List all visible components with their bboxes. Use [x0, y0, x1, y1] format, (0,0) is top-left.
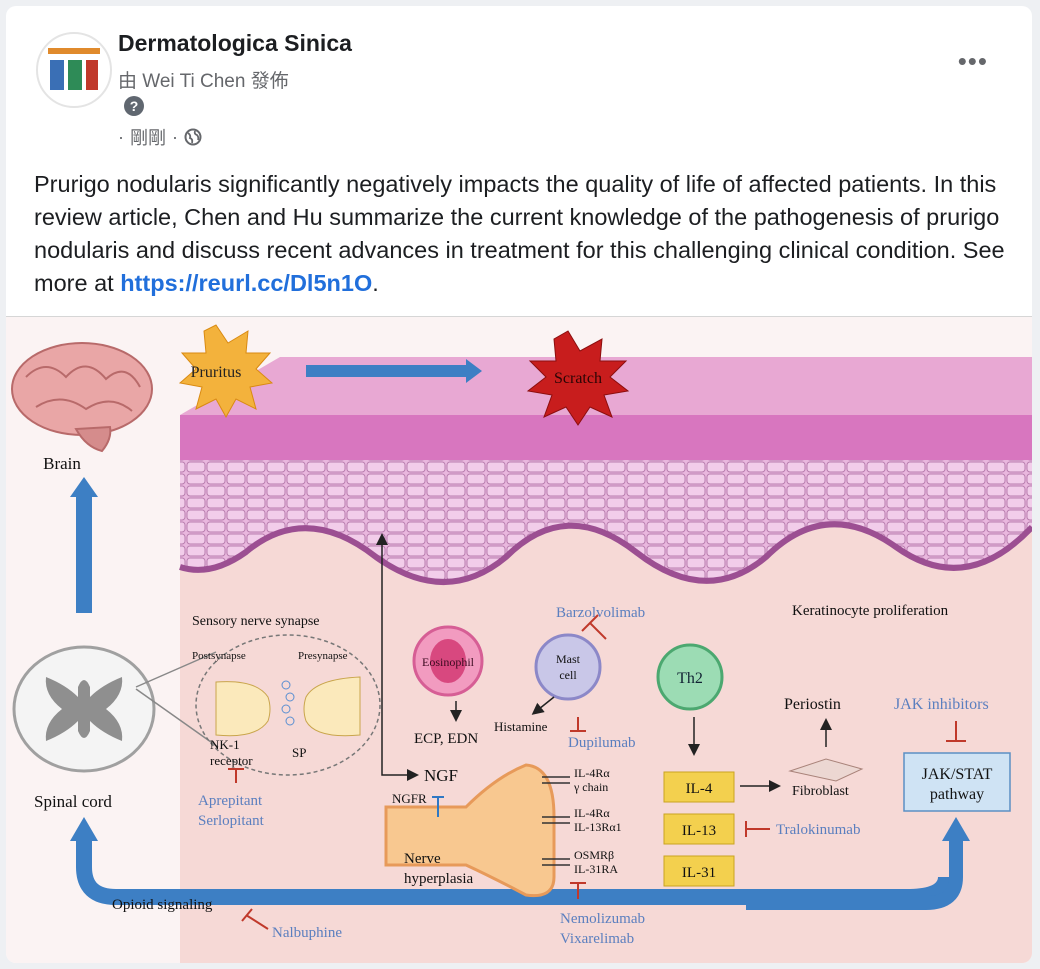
hyperplasia-label: hyperplasia	[404, 871, 473, 887]
il4-box	[663, 771, 735, 803]
fibroblast-label: Fibroblast	[792, 784, 849, 799]
post-time[interactable]: 剛剛	[130, 128, 166, 148]
jak-stat-box	[903, 752, 1011, 812]
cell-label: cell	[559, 668, 577, 682]
receptor-3a: OSMRβ	[574, 848, 614, 862]
periostin-label: Periostin	[784, 696, 841, 713]
receptor-label: receptor	[210, 753, 253, 768]
spinal-cord	[12, 645, 219, 773]
nemolizumab-label: Nemolizumab	[560, 911, 645, 927]
il13-box	[663, 813, 735, 845]
nk1-label: NK-1	[210, 737, 240, 752]
ngfr-label: NGFR	[392, 791, 427, 806]
help-icon[interactable]: ?	[124, 96, 144, 116]
nerve-label: Nerve	[404, 851, 441, 867]
mast-label: Mast	[556, 652, 581, 666]
histamine-label: Histamine	[494, 719, 548, 734]
jak-stat-label: JAK/STAT	[922, 766, 993, 783]
fibroblast-cell	[788, 758, 864, 782]
receptor-2b: IL-13Rα1	[574, 820, 622, 834]
vixarelimab-label: Vixarelimab	[560, 931, 634, 947]
aprepitant-label: Aprepitant	[198, 793, 263, 809]
scratch-label: Scratch	[554, 370, 602, 387]
mast-cell	[534, 633, 602, 701]
th2-label: Th2	[677, 670, 703, 687]
receptor-3b: IL-31RA	[574, 862, 618, 876]
page-name[interactable]: Dermatologica Sinica	[118, 30, 352, 56]
page-avatar[interactable]	[36, 32, 112, 108]
th2-cell	[656, 643, 724, 711]
post-text-end: .	[372, 270, 379, 296]
pathogenesis-diagram: Pruritus Scratch Brain Spinal cord	[6, 317, 1032, 963]
jak-inhibitors-label: JAK inhibitors	[894, 696, 989, 713]
nerve-hyperplasia	[384, 763, 556, 898]
post-meta: · 剛剛 ·	[118, 124, 202, 150]
receptor-1a: IL-4Rα	[574, 766, 610, 780]
eosinophil-label: Eosinophil	[422, 655, 475, 669]
scratch-burst	[526, 330, 630, 426]
il31-label: IL-31	[682, 865, 716, 881]
stratum-corneum	[180, 415, 1032, 460]
sp-label: SP	[292, 745, 306, 760]
receptor-2a: IL-4Rα	[574, 806, 610, 820]
globe-icon	[184, 128, 202, 146]
separator: ·	[172, 126, 178, 147]
basement-membrane	[179, 521, 1032, 585]
post-text: Prurigo nodularis significantly negative…	[34, 168, 1014, 300]
pruritus-label: Pruritus	[191, 364, 242, 381]
brain	[11, 342, 153, 453]
il13-label: IL-13	[682, 823, 716, 839]
tralokinumab-label: Tralokinumab	[776, 822, 860, 838]
il4-label: IL-4	[686, 781, 713, 797]
presynapse-label: Presynapse	[298, 650, 348, 662]
spinal-cord-label: Spinal cord	[34, 792, 112, 811]
synapse-title: Sensory nerve synapse	[192, 614, 320, 629]
pruritus-burst	[178, 324, 274, 419]
post-link[interactable]: https://reurl.cc/Dl5n1O	[120, 270, 373, 296]
keratinocyte-label: Keratinocyte proliferation	[792, 603, 949, 619]
ecp-label: ECP, EDN	[414, 731, 478, 747]
brain-label: Brain	[43, 454, 81, 473]
ngf-label: NGF	[424, 766, 458, 785]
synapse-circle	[195, 634, 381, 776]
barzolvolimab-label: Barzolvolimab	[556, 605, 645, 621]
post-body: Prurigo nodularis significantly negative…	[34, 171, 1005, 296]
serlopitant-label: Serlopitant	[198, 813, 265, 829]
il31-box	[663, 855, 735, 887]
dupilumab-label: Dupilumab	[568, 735, 636, 751]
separator: ·	[118, 126, 124, 147]
post-figure[interactable]: Pruritus Scratch Brain Spinal cord	[6, 316, 1032, 963]
post-card: Dermatologica Sinica 由 Wei Ti Chen 發佈 ? …	[6, 6, 1032, 963]
epidermis	[180, 460, 1032, 582]
nalbuphine-label: Nalbuphine	[272, 925, 342, 941]
receptor-1b: γ chain	[573, 780, 608, 794]
more-options-button[interactable]: •••	[957, 46, 988, 76]
pathway-label: pathway	[930, 786, 984, 803]
poster-line: 由 Wei Ti Chen 發佈	[118, 71, 289, 92]
opioid-label: Opioid signaling	[112, 897, 213, 913]
postsynapse-label: Postsynapse	[192, 650, 246, 662]
